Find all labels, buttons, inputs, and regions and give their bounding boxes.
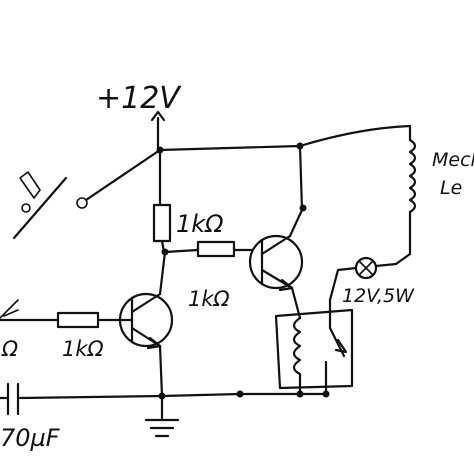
lamp-wire-right bbox=[374, 262, 398, 268]
relay bbox=[274, 298, 354, 396]
left-collector-wire bbox=[158, 250, 167, 296]
supply-label: +12V bbox=[96, 81, 182, 116]
load-label-line1: Mech bbox=[432, 149, 474, 171]
bottom-rail-wire bbox=[18, 392, 328, 400]
partial-component-left bbox=[0, 299, 19, 319]
left-emitter-wire bbox=[158, 344, 164, 398]
top-rail-wire bbox=[158, 124, 412, 152]
capacitor-label: 70µF bbox=[0, 424, 61, 452]
load-coil bbox=[394, 138, 417, 266]
mid-wire bbox=[163, 248, 200, 254]
lamp bbox=[354, 256, 378, 280]
lamp-wire-left bbox=[328, 266, 358, 302]
resistor-top-label: 1kΩ bbox=[176, 210, 224, 238]
resistor-mid bbox=[196, 240, 236, 258]
resistor-mid-label: 1kΩ bbox=[188, 287, 230, 311]
capacitor bbox=[0, 382, 20, 416]
resistor-top bbox=[152, 203, 172, 243]
push-switch bbox=[12, 148, 162, 240]
junction-bottom-right bbox=[322, 390, 330, 398]
junction-bottom-mid bbox=[236, 390, 244, 398]
resistor-left bbox=[56, 311, 100, 329]
junction-bottom-relay bbox=[296, 390, 304, 398]
supply-arrow bbox=[150, 110, 166, 152]
right-collector-wire bbox=[288, 144, 304, 238]
lamp-label: 12V,5W bbox=[342, 285, 415, 307]
ground-symbol bbox=[144, 394, 180, 438]
right-emitter-wire bbox=[290, 286, 302, 320]
resistor-left-partial-label: Ω bbox=[1, 337, 18, 361]
resistor-left-label: 1kΩ bbox=[62, 337, 104, 361]
junction-right-collector bbox=[299, 204, 307, 212]
transistor-right bbox=[248, 234, 304, 292]
load-label-line2: Le bbox=[440, 177, 462, 199]
